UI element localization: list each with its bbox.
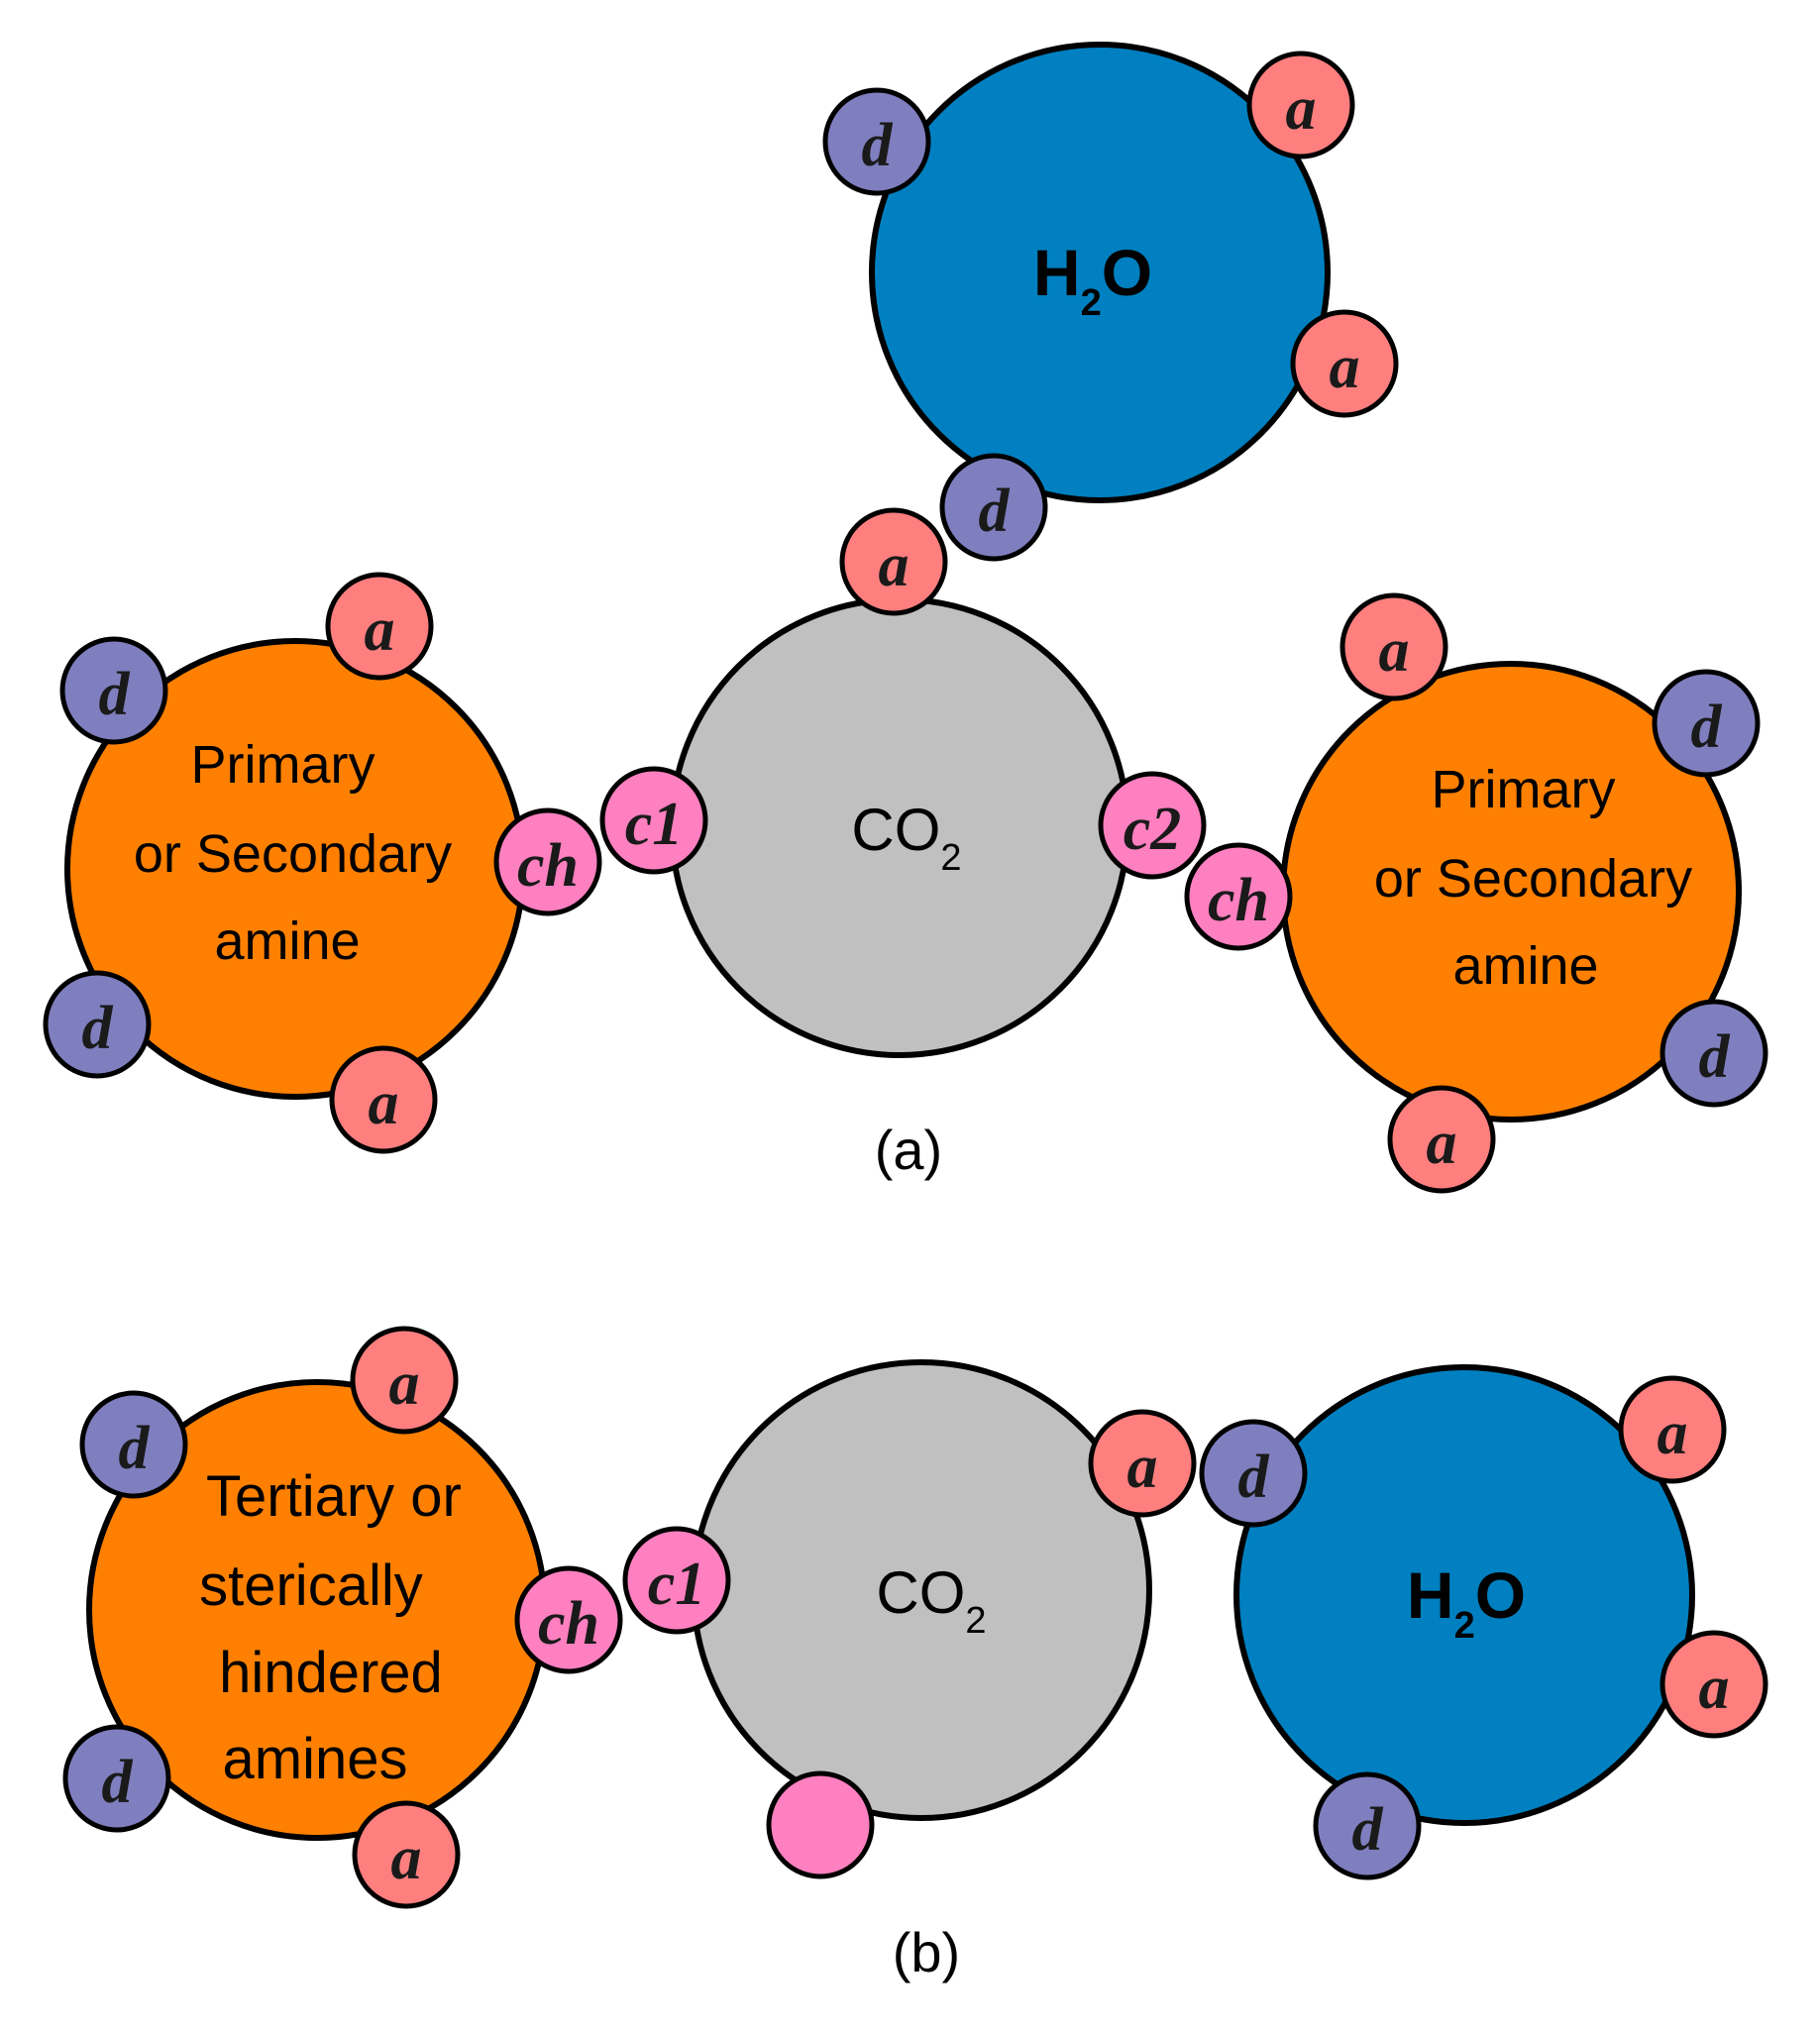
svg-text:a: a (389, 1350, 420, 1418)
water-site-d-1: d (1199, 1419, 1308, 1528)
amine-tertiary-site-d-1: d (79, 1390, 188, 1499)
svg-text:c2: c2 (1124, 796, 1182, 863)
svg-text:ch: ch (517, 832, 579, 900)
water-molecule-a: H2O d a a d (822, 42, 1399, 562)
amine-tertiary-b: Tertiary or sterically hindered amines d… (62, 1326, 623, 1909)
co2-label: CO2 (876, 1559, 986, 1642)
svg-text:a: a (1658, 1400, 1688, 1467)
svg-text:a: a (1286, 75, 1317, 143)
svg-text:a: a (365, 596, 395, 664)
svg-text:d: d (1691, 694, 1723, 761)
water-site-a-1: a (1618, 1375, 1727, 1484)
water-site-d-1: d (822, 87, 931, 196)
svg-text:a: a (1330, 334, 1360, 401)
water-site-d-2: d (939, 453, 1048, 562)
water-site-d-2: d (1313, 1771, 1422, 1880)
amine-left-site-d-2: d (43, 970, 152, 1079)
amine-tertiary-site-a-1: a (350, 1326, 459, 1435)
svg-text:d: d (82, 995, 114, 1062)
svg-text:a: a (391, 1825, 422, 1892)
svg-text:d: d (102, 1749, 134, 1816)
svg-text:c1: c1 (625, 791, 684, 858)
svg-text:a: a (369, 1070, 399, 1137)
svg-text:d: d (119, 1415, 151, 1482)
water-label: H2O (1033, 236, 1152, 324)
amine-left-label: Primary or Secondary amine (134, 735, 467, 971)
amine-right-site-ch: ch (1184, 842, 1293, 951)
svg-text:c1: c1 (648, 1551, 706, 1618)
amine-right-site-d-1: d (1652, 669, 1761, 778)
svg-text:a: a (1127, 1434, 1158, 1501)
water-site-a-2: a (1290, 309, 1399, 418)
svg-text:a: a (1427, 1110, 1457, 1177)
panel-a-label: (a) (875, 1119, 942, 1181)
panel-b-label: (b) (893, 1921, 960, 1983)
co2-label: CO2 (851, 797, 961, 879)
amine-right-site-a-2: a (1387, 1085, 1496, 1194)
svg-text:ch: ch (538, 1590, 599, 1658)
water-molecule-b: H2O d a a d (1199, 1364, 1768, 1880)
co2-site-c1: c1 (599, 766, 708, 875)
amine-right-site-d-2: d (1659, 999, 1768, 1108)
co2-site-c1: c1 (622, 1526, 731, 1635)
svg-text:ch: ch (1208, 867, 1269, 934)
water-label: H2O (1407, 1558, 1526, 1647)
co2-site-unlabeled (766, 1770, 875, 1879)
water-site-a-2: a (1659, 1630, 1768, 1739)
svg-text:d: d (979, 478, 1011, 545)
co2-site-c2: c2 (1098, 771, 1207, 880)
water-circle (869, 42, 1331, 503)
amine-left-site-a-1: a (325, 572, 434, 681)
water-circle (1233, 1364, 1695, 1826)
panel-a: H2O d a a d CO2 a (43, 42, 1768, 1194)
panel-b: Tertiary or sterically hindered amines d… (62, 1326, 1768, 1983)
svg-text:d: d (1699, 1023, 1731, 1091)
co2-molecule-a: CO2 a c1 c2 (599, 507, 1207, 1058)
amine-tertiary-site-ch: ch (514, 1565, 623, 1674)
amine-left-site-ch: ch (493, 807, 602, 916)
svg-text:a: a (1379, 617, 1410, 685)
amine-tertiary-site-d-2: d (62, 1724, 171, 1833)
amine-right-a: Primary or Secondary amine a d ch d (1184, 592, 1768, 1194)
svg-text:d: d (99, 661, 131, 728)
co2-site-a: a (839, 507, 948, 616)
svg-text:d: d (1238, 1444, 1270, 1511)
svg-text:a: a (1699, 1655, 1730, 1722)
amine-right-label: Primary or Secondary amine (1374, 760, 1707, 996)
co2-molecule-b: CO2 c1 a (622, 1359, 1197, 1879)
amine-left-site-a-2: a (329, 1045, 438, 1154)
amine-right-site-a-1: a (1339, 592, 1448, 701)
co2-site-a: a (1088, 1409, 1197, 1518)
svg-text:d: d (1352, 1796, 1384, 1864)
svg-text:a: a (879, 532, 910, 599)
water-site-a-1: a (1246, 51, 1355, 160)
amine-left-site-d-1: d (59, 636, 168, 745)
amine-tertiary-label: Tertiary or sterically hindered amines (199, 1464, 478, 1791)
amine-left-a: Primary or Secondary amine d a ch d (43, 572, 602, 1154)
svg-text:d: d (862, 112, 894, 179)
amine-tertiary-site-a-2: a (352, 1800, 461, 1909)
